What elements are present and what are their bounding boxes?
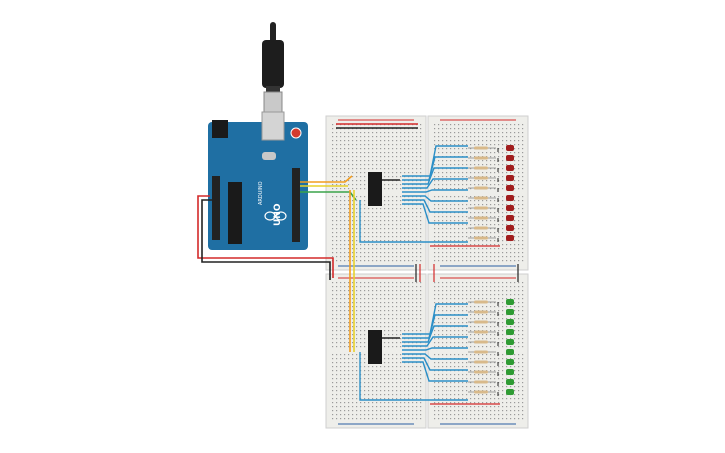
led bbox=[506, 165, 514, 171]
led bbox=[506, 349, 514, 355]
led bbox=[506, 309, 514, 315]
resistor bbox=[474, 176, 488, 180]
resistor bbox=[474, 226, 488, 230]
arduino-infinity-logo bbox=[264, 211, 287, 221]
blue-wire bbox=[402, 178, 468, 189]
led bbox=[506, 359, 514, 365]
arduino-power-wires bbox=[197, 195, 334, 280]
led bbox=[506, 175, 514, 181]
led bbox=[506, 215, 514, 221]
blue-wire bbox=[402, 336, 468, 347]
resistor bbox=[474, 330, 488, 334]
microcontroller-chip bbox=[228, 182, 242, 244]
signal-wires bbox=[300, 175, 357, 352]
blue-wire bbox=[402, 145, 468, 177]
shift-register-bottom[interactable] bbox=[368, 330, 382, 364]
led bbox=[506, 389, 514, 395]
blue-wire bbox=[402, 167, 468, 185]
arduino-model-label: UNO bbox=[273, 203, 283, 226]
blue-wire bbox=[402, 361, 468, 382]
resistor bbox=[474, 186, 488, 190]
resistor bbox=[474, 310, 488, 314]
usb-jack bbox=[261, 111, 285, 141]
led bbox=[506, 299, 514, 305]
resistor bbox=[474, 156, 488, 160]
led bbox=[506, 235, 514, 241]
led-banks bbox=[497, 145, 514, 396]
usb-cable-icon bbox=[262, 22, 284, 113]
crystal bbox=[262, 152, 276, 160]
blue-wire bbox=[359, 200, 468, 243]
led bbox=[506, 329, 514, 335]
blue-wire bbox=[402, 314, 468, 339]
breadboards bbox=[325, 115, 529, 429]
led bbox=[506, 225, 514, 231]
blue-wire bbox=[402, 347, 468, 351]
resistor bbox=[474, 350, 488, 354]
blue-wire bbox=[402, 156, 468, 181]
breadboard-holes bbox=[434, 124, 524, 262]
reset-button-icon[interactable] bbox=[290, 127, 302, 139]
led bbox=[506, 319, 514, 325]
blue-wire bbox=[359, 352, 468, 401]
resistor bbox=[474, 390, 488, 394]
led bbox=[506, 145, 514, 151]
blue-wire bbox=[402, 203, 468, 224]
resistor bbox=[474, 206, 488, 210]
led bbox=[506, 369, 514, 375]
resistor bbox=[474, 360, 488, 364]
led bbox=[506, 339, 514, 345]
resistor bbox=[474, 216, 488, 220]
led bbox=[506, 195, 514, 201]
led bbox=[506, 155, 514, 161]
breadboard-2 bbox=[427, 115, 529, 271]
shift-register-top[interactable] bbox=[368, 172, 382, 206]
arduino-board[interactable]: ARDUINO UNO bbox=[208, 111, 308, 250]
resistor-banks bbox=[468, 146, 496, 394]
blue-wire bbox=[402, 353, 468, 360]
resistor bbox=[474, 300, 488, 304]
resistor bbox=[474, 166, 488, 170]
resistor bbox=[474, 380, 488, 384]
resistor bbox=[474, 320, 488, 324]
resistor bbox=[474, 196, 488, 200]
blue-wire bbox=[402, 199, 468, 213]
led bbox=[506, 205, 514, 211]
resistor bbox=[474, 370, 488, 374]
blue-wire bbox=[402, 357, 468, 371]
resistor bbox=[474, 146, 488, 150]
resistor bbox=[474, 236, 488, 240]
resistor bbox=[474, 340, 488, 344]
header-digital bbox=[292, 168, 300, 242]
power-jack bbox=[212, 120, 228, 138]
blue-wire bbox=[402, 303, 468, 335]
blue-wire bbox=[402, 189, 468, 193]
arduino-brand-label: ARDUINO bbox=[258, 181, 264, 205]
led bbox=[506, 379, 514, 385]
blue-wire bbox=[402, 195, 468, 202]
header-power bbox=[212, 176, 220, 240]
led bbox=[506, 185, 514, 191]
breadboard-holes bbox=[332, 282, 422, 420]
blue-signal-wires bbox=[359, 145, 468, 401]
rail-jumper-wires bbox=[336, 123, 519, 405]
blue-wire bbox=[402, 325, 468, 343]
